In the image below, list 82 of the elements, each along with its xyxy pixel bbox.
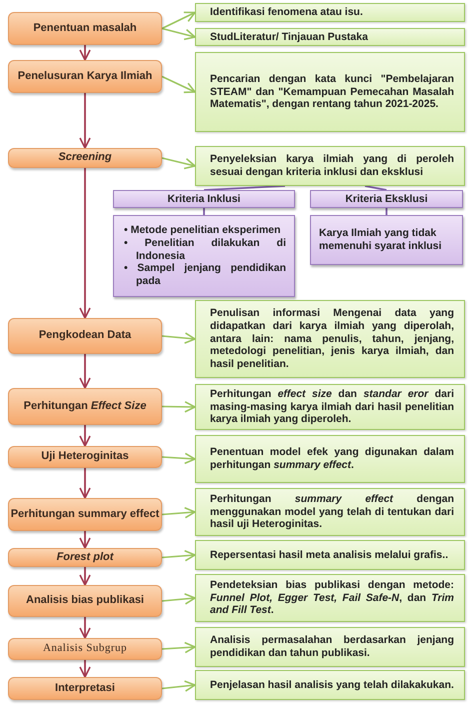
arrow xyxy=(79,425,91,447)
description-box xyxy=(195,435,465,483)
description-text: Penyeleksian karya ilmiah yang di peroleh sesuai dengan kriteria inklusi dan eksklusi xyxy=(210,153,454,179)
arrow xyxy=(79,617,91,639)
description-box xyxy=(195,574,465,622)
arrow xyxy=(79,468,91,499)
description-text: Penjelasan hasil analisis yang telah dilakakukan. xyxy=(210,678,454,692)
description-text: Analisis permasalahan berdasarkan jenjang pendidikan dan tahun publikasi. xyxy=(210,634,454,660)
bullet-item: • Sampel jenjang pendidikan pada xyxy=(123,262,286,288)
process-box xyxy=(8,548,162,567)
process-box xyxy=(8,60,162,93)
description-box xyxy=(195,52,465,132)
criteria-box xyxy=(113,215,295,297)
description-box xyxy=(195,300,465,378)
arrow xyxy=(162,642,196,654)
arrow xyxy=(162,452,196,464)
step-label: Interpretasi xyxy=(54,682,116,696)
step-label: Kriteria Eksklusi xyxy=(344,192,429,206)
description-text: Penentuan model efek yang digunakan dalam perhitungan summary effect. xyxy=(210,446,454,472)
step-label: Forest plot xyxy=(56,550,115,564)
description-text: Repersentasi hasil meta analisis melalui grafis.. xyxy=(210,548,450,562)
step-label: Perhitungan summary effect xyxy=(10,508,160,522)
step-label: Screening xyxy=(57,151,113,165)
step-label: Karya Ilmiah yang tidak memenuhi syarat inklusi xyxy=(319,227,443,253)
description-text: Penulisan informasi Mengenai data yang didapatkan dari karya ilmiah yang diperolah, antara lain: nama penulis, tahun, jenjang, metedologi penelitian, jenis karya ilmiah, dan hasil penelitian. xyxy=(210,307,454,371)
criteria-box xyxy=(310,215,463,265)
arrow xyxy=(79,354,91,389)
process-box xyxy=(8,677,162,700)
process-box xyxy=(8,446,162,468)
step-label: Analisis bias publikasi xyxy=(25,594,145,608)
process-box xyxy=(8,638,162,660)
connector-line xyxy=(364,185,387,191)
description-box xyxy=(195,28,465,46)
description-box xyxy=(195,3,465,22)
step-label: Penentuan masalah xyxy=(32,22,138,36)
process-box xyxy=(8,585,162,617)
arrow xyxy=(162,157,196,170)
arrow xyxy=(79,531,91,549)
process-box xyxy=(8,498,162,531)
connector-line xyxy=(203,208,205,215)
bullet-item: • Metode penelitian eksperimen xyxy=(123,224,282,237)
description-text: Identifikasi fenomena atau isu. xyxy=(210,6,364,19)
description-box xyxy=(195,670,465,700)
description-box xyxy=(195,384,465,430)
description-box xyxy=(195,540,465,570)
process-box xyxy=(8,148,162,168)
description-box xyxy=(195,488,465,536)
step-label: Uji Heteroginitas xyxy=(40,450,130,464)
connector-line xyxy=(204,185,286,191)
arrow xyxy=(162,550,196,562)
description-box xyxy=(195,627,465,667)
description-text: Perhitungan summary effect dengan menggunakan model yang telah di tentukan dari hasil uji Heteroginitas. xyxy=(210,492,454,532)
step-label: Perhitungan Effect Size xyxy=(22,400,148,414)
description-text: StudLiteratur/ Tinjauan Pustaka xyxy=(210,30,369,44)
arrow xyxy=(79,567,91,586)
description-text: Pendeteksian bias publikasi dengan metode: Funnel Plot, Egger Test, Fail Safe-N, dan Trim and Fill Test. xyxy=(210,578,454,618)
arrow xyxy=(79,93,91,149)
arrow xyxy=(162,680,196,692)
description-text: Perhitungan effect size dan standar eror dari masing-masing karya ilmiah dari hasil penelitian karya ilmiah yang diperoleh. xyxy=(210,388,454,426)
arrow xyxy=(162,401,196,413)
arrow xyxy=(162,12,196,30)
criteria-header xyxy=(113,190,295,208)
arrow xyxy=(79,45,91,61)
step-label: Analisis Subgrup xyxy=(42,642,128,656)
arrow xyxy=(162,28,196,40)
process-box xyxy=(8,318,162,354)
process-box xyxy=(8,388,162,425)
arrow xyxy=(79,168,91,319)
step-label: Kriteria Inklusi xyxy=(166,192,242,206)
process-box xyxy=(8,12,162,45)
step-label: Penelusuran Karya Ilmiah xyxy=(16,70,154,84)
step-label: Pengkodean Data xyxy=(38,329,132,343)
connector-line xyxy=(386,208,388,215)
criteria-header xyxy=(310,190,463,208)
arrow xyxy=(162,506,196,519)
arrow xyxy=(162,332,196,344)
bullet-item: • Penelitian dilakukan di Indonesia xyxy=(123,236,286,262)
arrow xyxy=(79,660,91,678)
description-text: Pencarian dengan kata kunci "Pembelajaran STEAM" dan "Kemampuan Pemecahan Masalah Matematis", dengan rentang tahun 2021-2025. xyxy=(210,72,454,112)
description-box xyxy=(195,146,465,186)
arrow xyxy=(162,593,196,605)
arrow xyxy=(162,76,196,94)
